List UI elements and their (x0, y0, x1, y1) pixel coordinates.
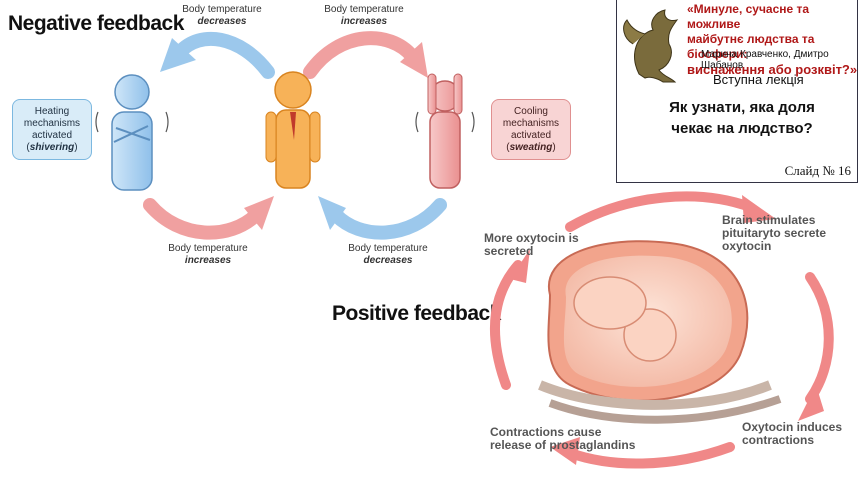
slide-number: Слайд № 16 (784, 163, 851, 178)
heating-shivering: shivering (29, 142, 75, 153)
lecture-type: Вступна лекція (713, 72, 804, 87)
cycle-arrowhead-1 (742, 195, 776, 223)
sign-plus-bottom: + (200, 200, 212, 222)
step2-line1: Brain stimulates (722, 213, 816, 227)
cooling-line2: mechanisms (502, 118, 560, 129)
lecture-title-line2: майбутнє людства та біосфери: (687, 32, 815, 61)
positive-feedback-diagram (489, 191, 834, 469)
sign-plus-top: + (357, 44, 369, 66)
lecture-question-line1: Як узнати, яка доля (669, 99, 815, 116)
step-oxytocin-induces: Oxytocin induces contractions (742, 421, 842, 447)
step-contractions-cause: Contractions cause release of prostaglan… (490, 426, 635, 452)
lecture-question: Як узнати, яка доля чекає на людство? (647, 97, 837, 139)
cycle-arrowhead-3 (550, 437, 580, 465)
caption-top-right-line1: Body temperature (324, 4, 404, 15)
negative-feedback-diagram (95, 31, 475, 240)
sign-minus-top: − (215, 45, 227, 67)
arrow-top-right (303, 31, 428, 79)
cooling-line4: (sweating) (506, 142, 556, 153)
lecture-info-panel: «Минуле, сучасне та можливе майбутнє люд… (616, 0, 858, 183)
cycle-arrowhead-2 (798, 385, 824, 421)
lecture-question-line2: чекає на людство? (671, 120, 813, 137)
sign-minus-bottom: − (380, 200, 392, 222)
cooling-line3: activated (510, 130, 552, 141)
caption-bottom-left: Body temperature increases (158, 243, 258, 267)
cycle-arrows (489, 191, 834, 469)
lecture-title: «Минуле, сучасне та можливе майбутнє люд… (687, 2, 859, 77)
lecture-title-line1: «Минуле, сучасне та можливе (687, 2, 810, 31)
heating-line2: mechanisms (23, 118, 81, 129)
arrow-bottom-left (143, 196, 274, 240)
dragon-icon (623, 9, 679, 83)
lecture-title-line3: виснаження або розквіт?» (687, 62, 858, 77)
cold-person-figure (95, 74, 169, 191)
negative-feedback-title: Negative feedback (8, 12, 184, 35)
cycle-arrowhead-4 (510, 249, 530, 283)
arrow-bottom-right (318, 196, 447, 240)
step1-line1: More oxytocin is (484, 231, 579, 245)
step2-line3: oxytocin (722, 239, 772, 253)
step2-line2: pituitaryto secrete (722, 226, 827, 240)
heating-line3: activated (31, 130, 73, 141)
pregnancy-illustration (538, 240, 782, 424)
hot-person-figure (415, 73, 475, 189)
step4-line1: Contractions cause (490, 425, 602, 439)
caption-bottom-right: Body temperature decreases (338, 243, 438, 267)
positive-feedback-title: Positive feedback (332, 302, 501, 325)
cooling-mechanisms-box: Cooling mechanisms activated (sweating) (491, 99, 571, 160)
step4-line2: release of prostaglandins (490, 438, 636, 452)
step-more-oxytocin: More oxytocin is secreted (484, 232, 579, 258)
caption-top-right: Body temperature increases (314, 4, 414, 28)
step-brain-stimulates: Brain stimulates pituitaryto secrete oxy… (722, 214, 826, 253)
cooling-sweating: sweating (509, 142, 553, 153)
step3-line2: contractions (742, 433, 815, 447)
caption-top-left-line2: decreases (197, 16, 247, 27)
lecture-authors: Марина Кравченко, Дмитро Шабанов (701, 49, 829, 71)
step1-line2: secreted (484, 244, 534, 258)
cooling-line1: Cooling (514, 106, 548, 117)
heating-line1: Heating (34, 106, 70, 117)
caption-bottom-left-line1: Body temperature (168, 243, 248, 254)
step3-line1: Oxytocin induces (742, 420, 843, 434)
neutral-person-figure (265, 71, 321, 189)
caption-bottom-right-line2: decreases (363, 255, 413, 266)
caption-top-left-line1: Body temperature (182, 4, 262, 15)
caption-top-right-line2: increases (340, 16, 388, 27)
heating-line4: (shivering) (26, 142, 78, 153)
caption-top-left: Body temperature decreases (172, 4, 272, 28)
caption-bottom-left-line2: increases (184, 255, 232, 266)
caption-bottom-right-line1: Body temperature (348, 243, 428, 254)
arrow-top-left (160, 31, 275, 79)
heating-mechanisms-box: Heating mechanisms activated (shivering) (12, 99, 92, 160)
